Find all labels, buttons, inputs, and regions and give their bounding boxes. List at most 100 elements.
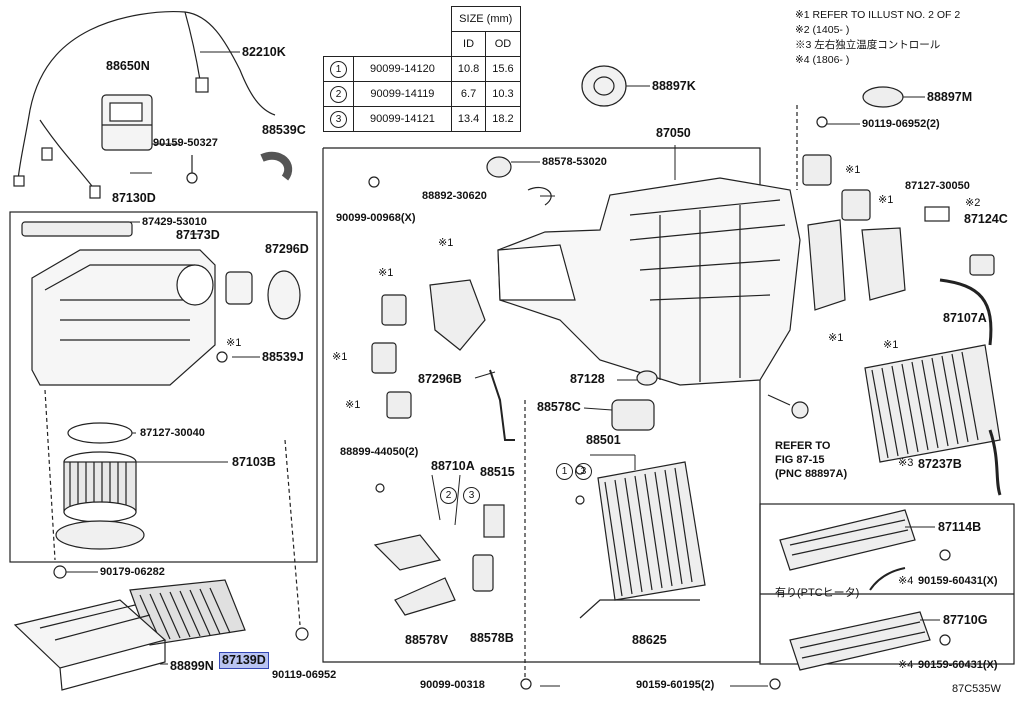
- note-mark: ※1: [226, 337, 242, 349]
- hose-88539j: [216, 351, 228, 363]
- label-88515[interactable]: 88515: [480, 465, 515, 479]
- expansion-valve-88515: [483, 504, 505, 538]
- label-88539c[interactable]: 88539C: [262, 123, 306, 137]
- screw-90159-60195: [769, 678, 781, 690]
- label-87128[interactable]: 87128: [570, 372, 605, 386]
- seal-88578v: [394, 577, 456, 616]
- label-88625[interactable]: 88625: [632, 633, 667, 647]
- label-88899-44050[interactable]: 88899-44050(2): [340, 446, 419, 458]
- note-mark: ※1: [878, 194, 894, 206]
- note-mark: ※1: [378, 267, 394, 279]
- label-88892-30620[interactable]: 88892-30620: [422, 190, 487, 202]
- blower-motor-resistor: [225, 271, 253, 305]
- label-87107a[interactable]: 87107A: [943, 311, 987, 325]
- id-value: 13.4: [450, 106, 487, 132]
- circle-mark: 3: [575, 463, 592, 480]
- label-82210k[interactable]: 82210K: [242, 45, 286, 59]
- label-88578c[interactable]: 88578C: [537, 400, 581, 414]
- label-87114b[interactable]: 87114B: [938, 520, 982, 534]
- label-90179-06282[interactable]: 90179-06282: [100, 566, 165, 578]
- clip-88892-30620: [527, 186, 552, 206]
- label-87429-53010[interactable]: 87429-53010: [142, 216, 207, 228]
- circle-mark: 1: [556, 463, 573, 480]
- od-value: 18.2: [485, 106, 521, 132]
- seal-ring-87127-30040: [67, 422, 133, 444]
- label-87127-30050[interactable]: 87127-30050: [905, 180, 970, 192]
- label-90159-60195[interactable]: 90159-60195(2): [636, 679, 715, 691]
- label-90159-60431-b[interactable]: 90159-60431(X): [918, 659, 998, 671]
- dashed-leader-2: [284, 439, 301, 626]
- ptc-heater-87710g: [789, 611, 931, 671]
- blower-case-87130d: [21, 221, 216, 386]
- table-row: 3 90099-14121 13.4 18.2: [323, 106, 521, 132]
- part-87128: [636, 370, 658, 386]
- label-90159-50327[interactable]: 90159-50327: [153, 137, 218, 149]
- sensor-87237b: [988, 429, 1002, 496]
- hvac-case-87050: [497, 177, 801, 386]
- label-88897k[interactable]: 88897K: [652, 79, 696, 93]
- label-88539j[interactable]: 88539J: [262, 350, 304, 364]
- callout-lines: [66, 51, 940, 687]
- bolt-88899-44050: [375, 483, 385, 493]
- servo-motors-group: [371, 154, 906, 419]
- label-88578-53020[interactable]: 88578-53020: [542, 156, 607, 168]
- screw-90099-00968: [368, 176, 380, 188]
- size-table: SIZE (mm) ID OD 1 90099-14120 10.8 15.6 …: [323, 6, 521, 132]
- screw-90099-00318: [520, 678, 532, 690]
- label-88650n[interactable]: 88650N: [106, 59, 150, 73]
- table-row: 2 90099-14119 6.7 10.3: [323, 81, 521, 107]
- part-no: 90099-14119: [353, 81, 452, 107]
- label-90119-06952-2[interactable]: 90119-06952(2): [862, 118, 940, 130]
- label-88710a[interactable]: 88710A: [431, 459, 475, 473]
- note-mark: ※1: [345, 399, 361, 411]
- label-90099-00318[interactable]: 90099-00318: [420, 679, 485, 691]
- label-88578v[interactable]: 88578V: [405, 633, 449, 647]
- note-mark: ※1: [883, 339, 899, 351]
- grommet-inner: [593, 76, 615, 96]
- label-87127-30040[interactable]: 87127-30040: [140, 427, 205, 439]
- label-87103b[interactable]: 87103B: [232, 455, 276, 469]
- od-value: 15.6: [485, 56, 521, 82]
- evaporator-88501: [597, 461, 706, 601]
- label-87237b[interactable]: 87237B: [918, 457, 962, 471]
- sensor-87124c: [969, 254, 995, 276]
- label-88897m[interactable]: 88897M: [927, 90, 973, 104]
- filter-cover-88899n: [13, 599, 167, 691]
- hose-88539c: [260, 151, 293, 181]
- screw-90159-60431-b: [939, 634, 951, 646]
- refer-pnc[interactable]: (PNC 88897A): [775, 468, 848, 480]
- label-87296d[interactable]: 87296D: [265, 242, 309, 256]
- label-87173d[interactable]: 87173D: [176, 228, 220, 242]
- note-mark: ※4: [898, 575, 914, 587]
- grommet-88897m: [862, 86, 904, 108]
- label-88578b[interactable]: 88578B: [470, 631, 514, 645]
- label-90119-06952[interactable]: 90119-06952: [272, 669, 337, 681]
- label-88501[interactable]: 88501: [586, 433, 621, 447]
- screw-90159-50327: [186, 172, 198, 184]
- label-87130d[interactable]: 87130D: [112, 191, 156, 205]
- blower-fan-87103b: [55, 451, 145, 550]
- label-87139d[interactable]: 87139D: [219, 652, 269, 669]
- label-90099-00968[interactable]: 90099-00968(X): [336, 212, 416, 224]
- ptc-heater-frame: [759, 503, 1015, 665]
- note-mark: ※1: [845, 164, 861, 176]
- ptc-heater-87114b: [779, 509, 916, 571]
- note-mark: ※3: [898, 457, 914, 469]
- label-87124c[interactable]: 87124C: [964, 212, 1008, 226]
- col-od: OD: [485, 31, 521, 57]
- sensor-88897a: [791, 401, 809, 419]
- label-87296b[interactable]: 87296B: [418, 372, 462, 386]
- id-value: 10.8: [450, 56, 487, 82]
- label-87050[interactable]: 87050: [656, 126, 691, 140]
- label-87710g[interactable]: 87710G: [943, 613, 988, 627]
- label-90159-60431-a[interactable]: 90159-60431(X): [918, 575, 998, 587]
- note-mark: ※1: [828, 332, 844, 344]
- o-ring-3: [575, 495, 585, 505]
- circle-mark: 2: [440, 487, 457, 504]
- footnotes: ※1 REFER TO ILLUST NO. 2 OF 2 ※2 (1405- …: [795, 8, 960, 68]
- refer-fig[interactable]: FIG 87-15: [775, 454, 825, 466]
- seal-88578-53020: [486, 156, 512, 178]
- circle-mark: 3: [463, 487, 480, 504]
- label-88899n[interactable]: 88899N: [170, 659, 214, 673]
